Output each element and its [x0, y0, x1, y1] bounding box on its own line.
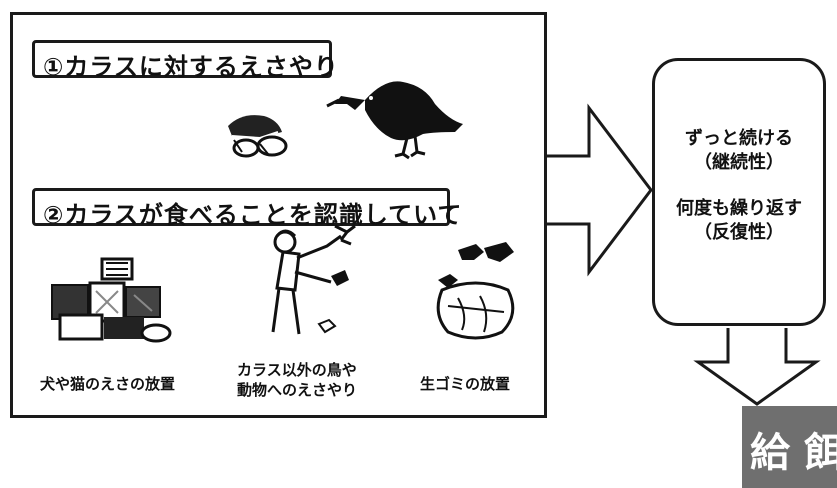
caption-feeding-other-animals-line2: 動物へのえさやり — [237, 381, 358, 399]
item2-label: ②カラスが食べることを認識していて — [32, 188, 461, 229]
caption-feeding-other-animals: カラス以外の鳥や 動物へのえさやり — [237, 360, 357, 400]
person-feeding-birds-icon — [271, 224, 356, 335]
down-arrow-icon — [693, 328, 821, 406]
garbage-crows-icon — [436, 242, 515, 340]
repetition-label: （反復性） — [694, 222, 784, 243]
conditions-box: ずっと続ける （継続性） 何度も繰り返す （反復性） — [652, 58, 826, 326]
caption-feeding-other-animals-line1: カラス以外の鳥や — [237, 361, 357, 379]
crow-icon — [326, 81, 463, 160]
caption-pet-food: 犬や猫のえさの放置 — [40, 375, 176, 393]
continuity-text: ずっと続ける — [685, 128, 793, 149]
item1-label: ①カラスに対するえさやり — [32, 40, 338, 81]
feeding-result-box: 給餌 — [742, 406, 837, 488]
right-arrow-icon — [547, 103, 653, 277]
food-scraps-icon — [228, 115, 288, 158]
repetition-text: 何度も繰り返す — [676, 198, 802, 219]
caption-raw-garbage: 生ゴミの放置 — [420, 375, 511, 393]
pet-food-pile-icon — [51, 257, 172, 343]
continuity-label: （継続性） — [694, 152, 784, 173]
